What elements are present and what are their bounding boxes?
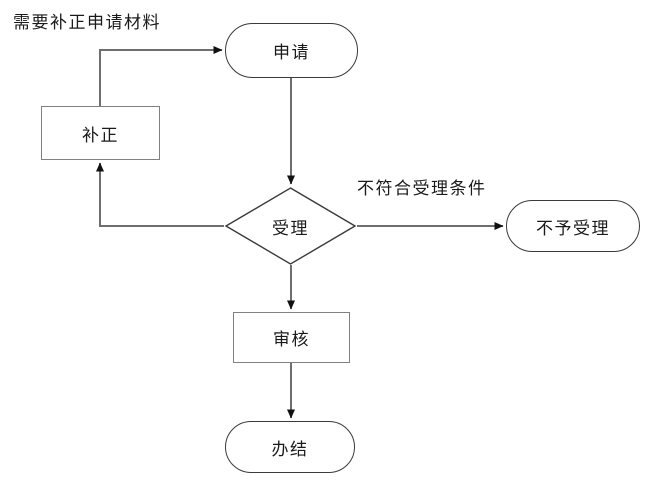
diamond-shape-icon (225, 187, 356, 265)
node-done[interactable]: 办结 (225, 421, 355, 473)
edge-supplement-to-apply (99, 46, 223, 106)
node-review[interactable]: 审核 (233, 312, 350, 363)
node-apply-label: 申请 (273, 43, 310, 62)
node-reject[interactable]: 不予受理 (506, 200, 640, 252)
node-done-label: 办结 (271, 439, 309, 459)
node-apply[interactable]: 申请 (225, 23, 358, 78)
node-supplement[interactable]: 补正 (41, 106, 160, 160)
node-reject-label: 不予受理 (536, 218, 610, 238)
node-accept-label: 受理 (272, 218, 309, 238)
label-supplement-note: 需要补正申请材料 (13, 13, 161, 32)
node-accept[interactable]: 受理 (225, 187, 356, 265)
label-reject-reason: 不符合受理条件 (357, 179, 487, 198)
node-supplement-label: 补正 (82, 125, 119, 145)
edge-accept-to-supplement (96, 162, 224, 227)
node-review-label: 审核 (273, 330, 310, 349)
